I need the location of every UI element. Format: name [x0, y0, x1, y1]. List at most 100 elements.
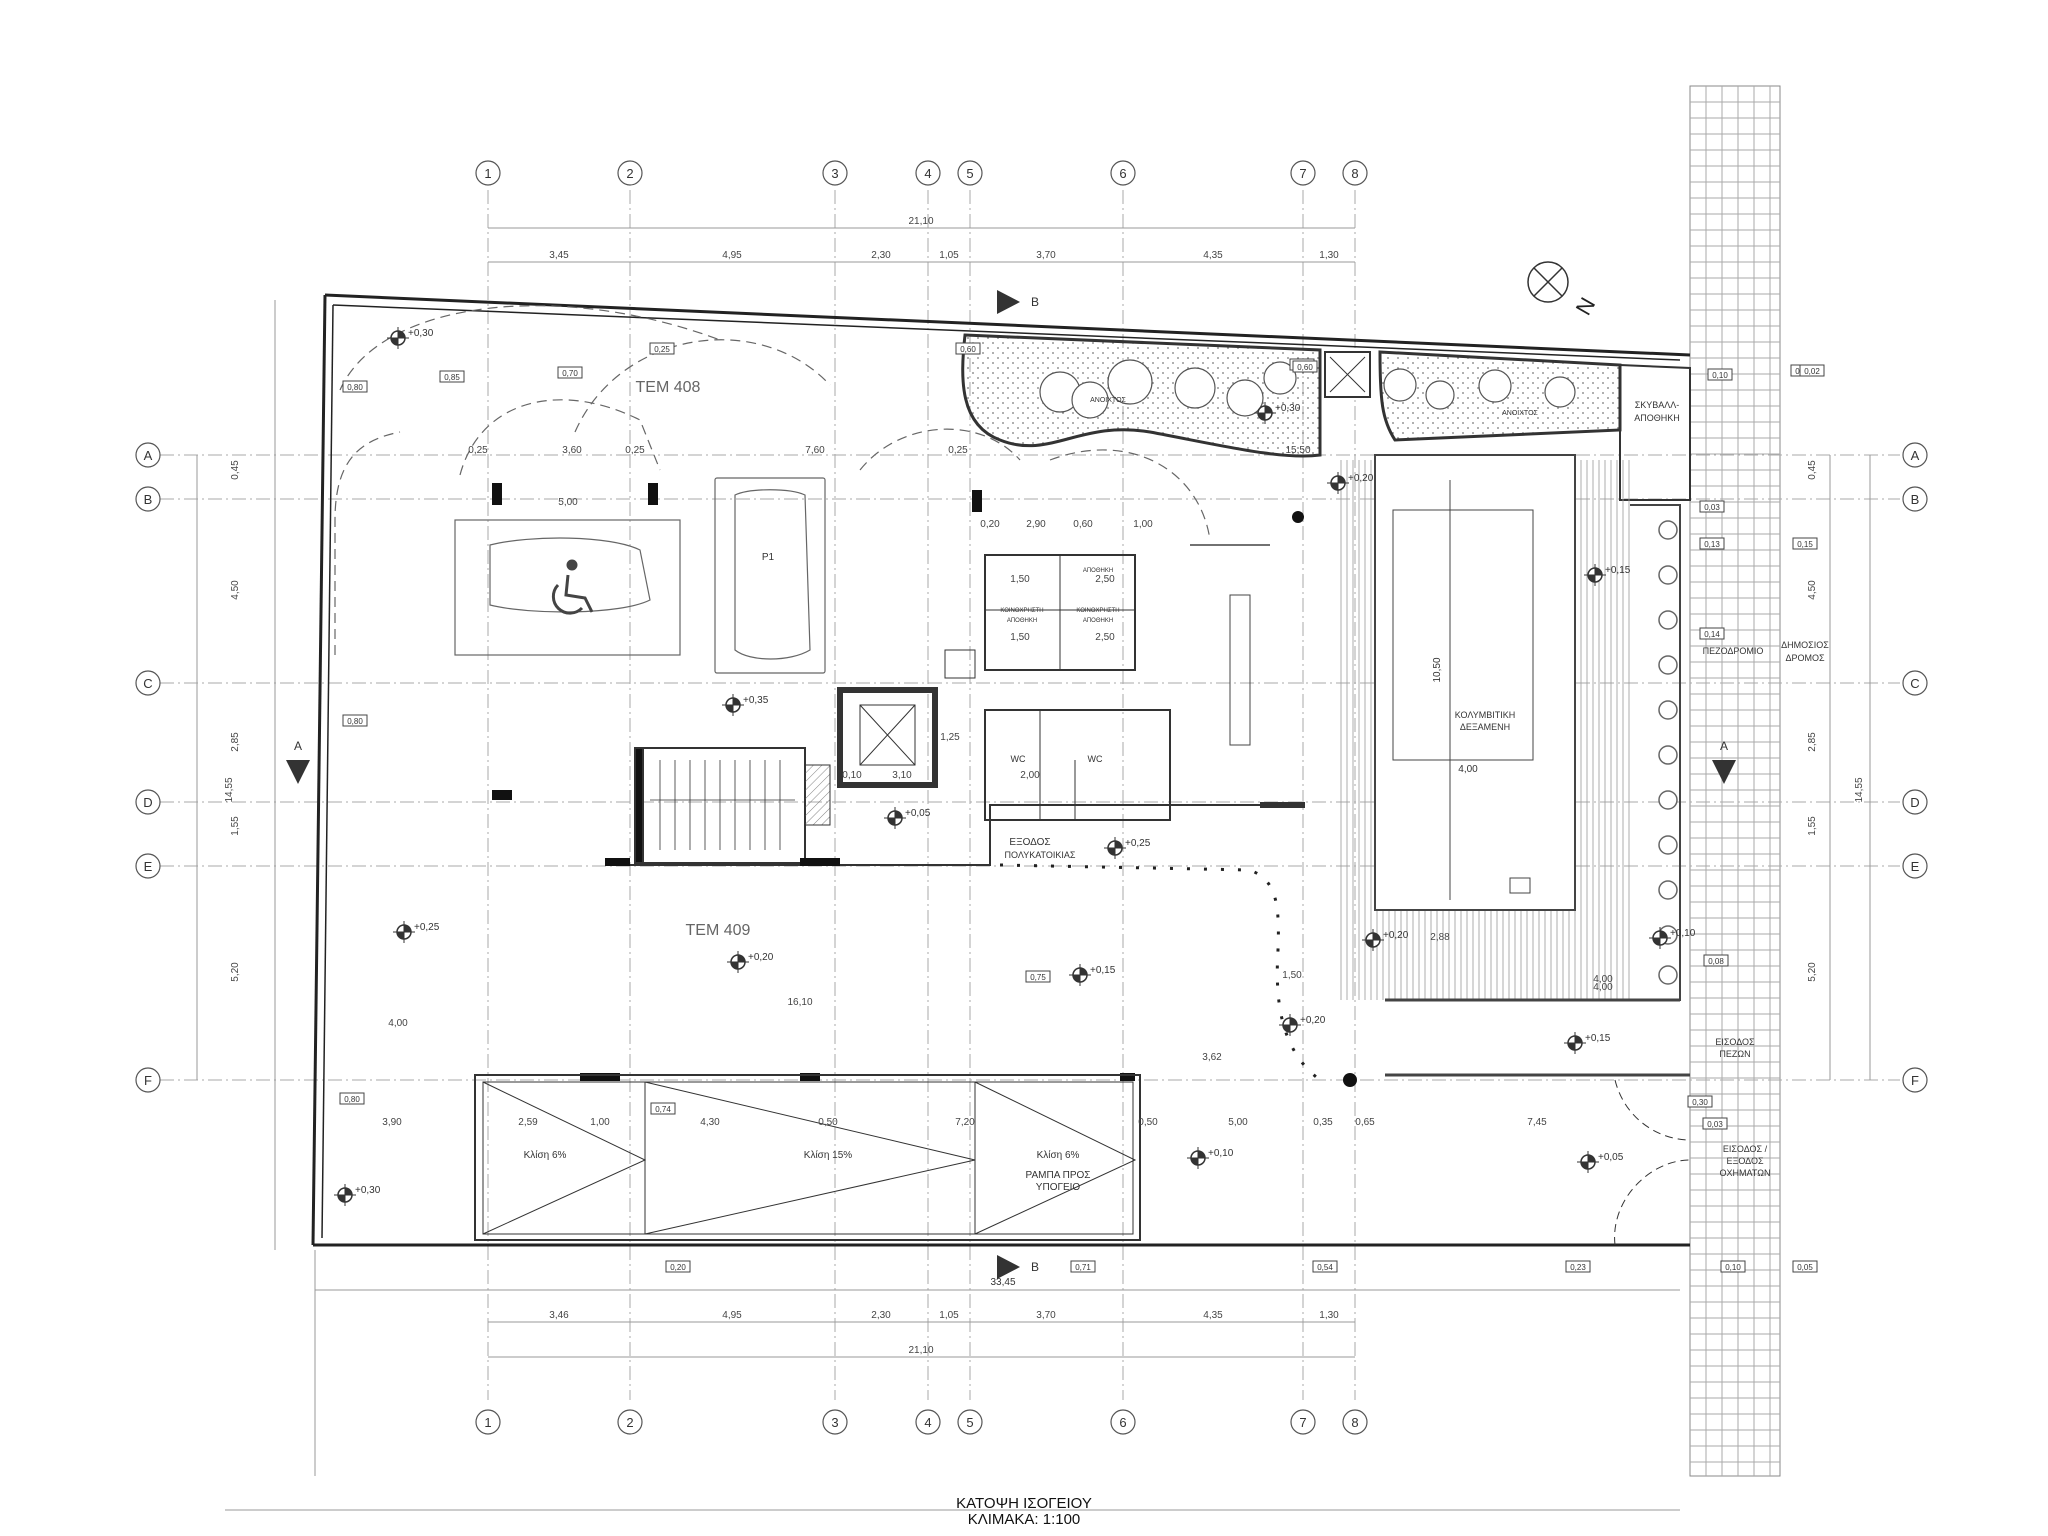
- level-marker-l7: +0,20: [1279, 1014, 1326, 1036]
- level-marker-l12: +0,05: [1577, 1151, 1624, 1173]
- svg-text:C: C: [1910, 676, 1919, 691]
- dim-inner-d500b: 5,00: [1228, 1117, 1248, 1128]
- label-section-b-top: B: [1031, 295, 1039, 309]
- dim-inner-d310: 3,10: [892, 770, 912, 781]
- svg-text:0,74: 0,74: [655, 1105, 671, 1114]
- dim-bottom-5: 4,35: [1203, 1310, 1223, 1321]
- dim-top-6: 1,30: [1319, 250, 1339, 261]
- svg-text:0,08: 0,08: [1708, 957, 1724, 966]
- level-box-11: 0,15: [1792, 537, 1818, 550]
- grid-bubble-left-A: A: [135, 442, 161, 468]
- level-box-14: 0,13: [1699, 537, 1725, 550]
- dim-bottom-2: 2,30: [871, 1310, 891, 1321]
- label-ramp-3b: ΡΑΜΠΑ ΠΡΟΣ: [1026, 1170, 1091, 1181]
- dim-right-3: 1,55: [1807, 816, 1818, 836]
- grid-bubble-left-C: C: [135, 670, 161, 696]
- room-labels: ΤΕΜ 408 ΤΕΜ 409 P1 ΑΝΟΙΧΤΟΣ ΑΝΟΙΧΤΟΣ ΣΚΥ…: [294, 293, 1829, 1288]
- level-marker-l10: +0,10: [1649, 927, 1696, 949]
- label-pool-2: ΔΕΞΑΜΕΝΗ: [1460, 722, 1510, 732]
- svg-text:0,30: 0,30: [1692, 1098, 1708, 1107]
- dim-top-5: 4,35: [1203, 250, 1223, 261]
- dim-inner-d390: 3,90: [382, 1117, 402, 1128]
- label-p1: P1: [762, 552, 775, 563]
- label-exodos-1: ΕΞΟΔΟΣ: [1009, 837, 1050, 848]
- dim-inner-d400a: 4,00: [388, 1018, 408, 1029]
- svg-text:+0,05: +0,05: [905, 808, 931, 819]
- grid-bubble-right-D: D: [1902, 789, 1928, 815]
- dim-inner-d035: 0,35: [1313, 1117, 1333, 1128]
- level-box-24: 0,20: [665, 1260, 691, 1273]
- dim-top-3: 1,05: [939, 250, 959, 261]
- dim-inner-d430: 4,30: [700, 1117, 720, 1128]
- label-section-b-bottom: B: [1031, 1260, 1039, 1274]
- label-skyvall: ΣΚΥΒΑΛΛ-: [1635, 400, 1680, 410]
- grid-bubble-top-3: 3: [822, 160, 848, 186]
- ramp: [474, 1074, 1691, 1246]
- svg-text:0,15: 0,15: [1797, 540, 1813, 549]
- level-box-18: 0,03: [1702, 1117, 1728, 1130]
- drawing-scale: ΚΛΙΜΑΚΑ: 1:100: [967, 1511, 1081, 1528]
- svg-text:3: 3: [831, 166, 838, 181]
- dim-inner-d025a: 0,25: [468, 445, 488, 456]
- dim-inner-d020: 0,20: [980, 519, 1000, 530]
- svg-text:+0,20: +0,20: [1383, 930, 1409, 941]
- svg-text:+0,15: +0,15: [1605, 565, 1631, 576]
- dim-bottom-4: 3,70: [1036, 1310, 1056, 1321]
- dim-bottom-1: 4,95: [722, 1310, 742, 1321]
- level-box-0: 0,80: [342, 380, 368, 393]
- svg-text:0,54: 0,54: [1317, 1263, 1333, 1272]
- grid-bubble-bottom-6: 6: [1110, 1409, 1136, 1435]
- label-eisodos-ox-2: ΕΞΟΔΟΣ: [1726, 1156, 1763, 1166]
- dim-top-1: 4,95: [722, 250, 742, 261]
- level-marker-l16: +0,05: [884, 807, 931, 829]
- grid-bubble-top-6: 6: [1110, 160, 1136, 186]
- level-box-9: 0,10: [1707, 368, 1733, 381]
- svg-text:6: 6: [1119, 1415, 1126, 1430]
- svg-text:2: 2: [626, 166, 633, 181]
- svg-text:7: 7: [1299, 166, 1306, 181]
- section-markers: [286, 290, 1736, 1279]
- svg-text:0,05: 0,05: [1797, 1263, 1813, 1272]
- label-tem409: ΤΕΜ 409: [686, 922, 751, 939]
- svg-text:0,10: 0,10: [1712, 371, 1728, 380]
- svg-text:0,02: 0,02: [1804, 367, 1820, 376]
- svg-text:5: 5: [966, 166, 973, 181]
- svg-text:+0,05: +0,05: [1598, 1152, 1624, 1163]
- level-marker-l2: +0,35: [722, 694, 769, 716]
- dim-right-0: 0,45: [1807, 460, 1818, 480]
- label-total-length: 33,45: [990, 1277, 1015, 1288]
- svg-text:+0,25: +0,25: [1125, 838, 1151, 849]
- grid-bubble-left-E: E: [135, 853, 161, 879]
- label-anoixtos-2: ΑΝΟΙΧΤΟΣ: [1502, 410, 1538, 417]
- waste-storage: [1619, 364, 1691, 501]
- level-box-21: 0,71: [1070, 1260, 1096, 1273]
- dim-left-total: 14,55: [224, 777, 235, 802]
- svg-text:+0,20: +0,20: [1348, 473, 1374, 484]
- svg-text:D: D: [1910, 795, 1919, 810]
- dim-inner-d250b: 2,50: [1095, 632, 1115, 643]
- label-wc-2: WC: [1088, 754, 1103, 764]
- svg-text:3: 3: [831, 1415, 838, 1430]
- label-eisodos-pezon-2: ΠΕΖΩΝ: [1719, 1049, 1750, 1059]
- wheelchair-icon: [551, 559, 594, 615]
- label-section-a-left: A: [294, 739, 302, 753]
- level-marker-l17: +0,20: [1327, 472, 1374, 494]
- label-wc-1: WC: [1011, 754, 1026, 764]
- level-marker-l11: +0,10: [1187, 1147, 1234, 1169]
- svg-text:0,20: 0,20: [670, 1263, 686, 1272]
- dim-inner-d025b: 0,25: [625, 445, 645, 456]
- dim-inner-d288: 2,88: [1430, 932, 1450, 943]
- svg-text:7: 7: [1299, 1415, 1306, 1430]
- svg-text:+0,10: +0,10: [1670, 928, 1696, 939]
- dim-right-total: 14,55: [1854, 777, 1865, 802]
- svg-text:+0,30: +0,30: [1275, 403, 1301, 414]
- dim-inner-d150b: 1,50: [1010, 632, 1030, 643]
- label-eisodos-pezon-1: ΕΙΣΟΔΟΣ: [1715, 1037, 1755, 1047]
- grid-bubble-bottom-4: 4: [915, 1409, 941, 1435]
- svg-text:8: 8: [1351, 1415, 1358, 1430]
- grid-bubble-top-7: 7: [1290, 160, 1316, 186]
- level-marker-l8: +0,20: [1362, 929, 1409, 951]
- label-section-a-right: A: [1720, 739, 1728, 753]
- level-markers: +0,30+0,35+0,30+0,25+0,20+0,15+0,20+0,20…: [334, 327, 1696, 1206]
